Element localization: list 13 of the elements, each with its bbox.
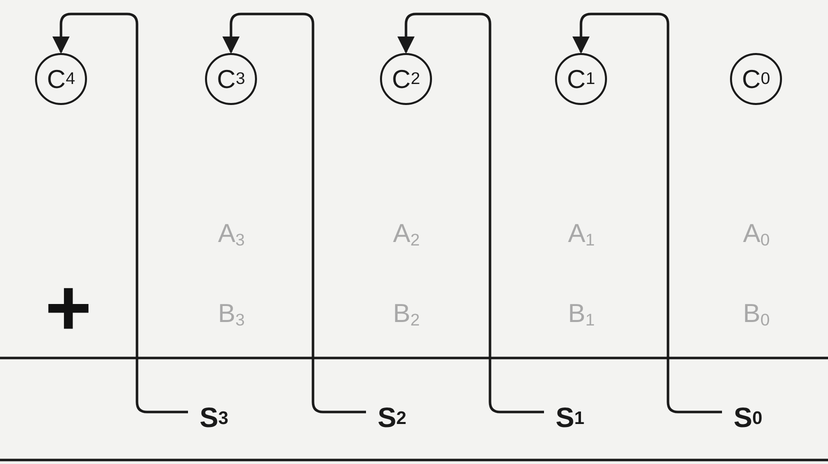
arrow <box>222 12 366 414</box>
digit-label: B$_{3}$ <box>218 298 245 330</box>
digit-label: A$_{2}$ <box>393 218 420 250</box>
digit-label: B$_{2}$ <box>393 298 420 330</box>
digit-label: B$_{0}$ <box>743 298 770 330</box>
digit-label: A$_{0}$ <box>743 218 770 250</box>
arrow <box>52 12 188 414</box>
digit-label: A$_{3}$ <box>218 218 245 250</box>
arrow <box>397 12 544 414</box>
plus-sign: + <box>45 268 92 348</box>
digit-label: A$_{1}$ <box>568 218 595 250</box>
digit-label: B$_{1}$ <box>568 298 595 330</box>
arrow <box>572 12 722 414</box>
